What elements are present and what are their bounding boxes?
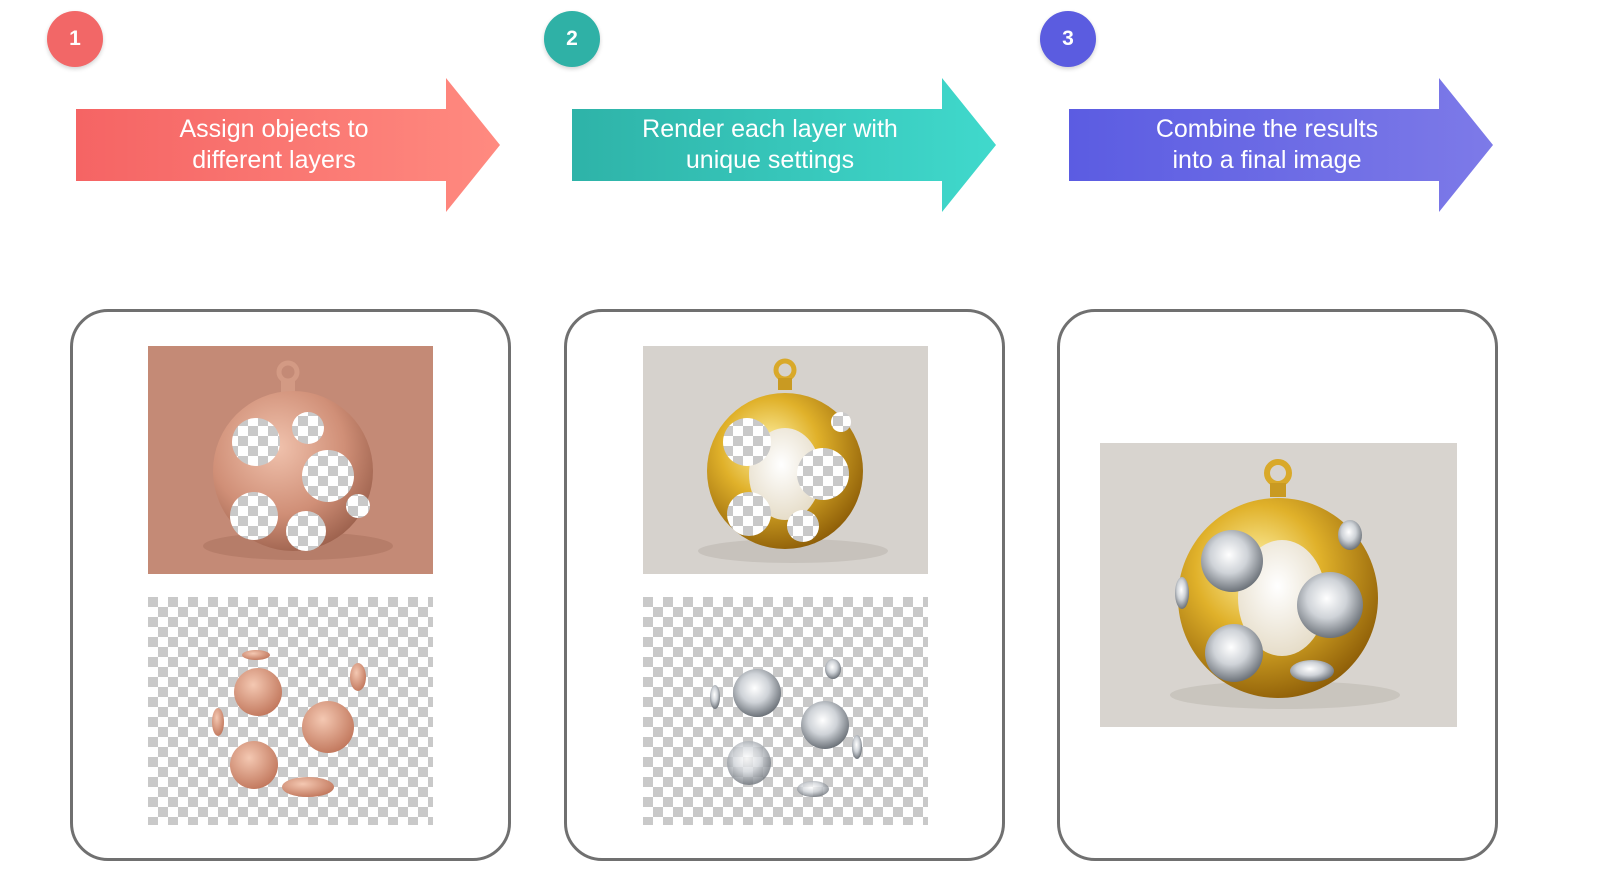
- step-3-badge: 3: [1040, 11, 1096, 67]
- diamond-layer-icon: [643, 597, 928, 825]
- step-1-label: Assign objects to different layers: [76, 109, 472, 181]
- arrow-shape-icon: [572, 78, 996, 212]
- step-1-label-line2: different layers: [192, 146, 356, 174]
- clay-gem-layer-icon: [148, 597, 433, 825]
- step-2-badge: 2: [544, 11, 600, 67]
- step-2-arrow: Render each layer with unique settings: [572, 78, 996, 212]
- step-1-label-line1: Assign objects to: [179, 115, 369, 143]
- step-3-label-line2: into a final image: [1172, 146, 1362, 174]
- step-3-label: Combine the results into a final image: [1069, 109, 1465, 181]
- step-2-label-line2: unique settings: [685, 146, 855, 174]
- diamond-layer: [643, 597, 928, 825]
- arrow-shape-icon: [1069, 78, 1493, 212]
- step-1-arrow: Assign objects to different layers: [76, 78, 500, 212]
- gold-pendant-render-icon: [643, 346, 928, 574]
- final-composite-pendant: [1100, 443, 1457, 727]
- step-3-label-line1: Combine the results: [1155, 115, 1379, 143]
- clay-pendant-render: [148, 346, 433, 574]
- clay-pendant-render-icon: [148, 346, 433, 574]
- step-2-label: Render each layer with unique settings: [572, 109, 968, 181]
- arrow-shape-icon: [76, 78, 500, 212]
- gold-pendant-render: [643, 346, 928, 574]
- step-1-badge: 1: [47, 11, 103, 67]
- clay-gem-layer: [148, 597, 433, 825]
- step-2-label-line1: Render each layer with: [642, 115, 898, 143]
- final-composite-pendant-icon: [1100, 443, 1457, 727]
- step-3-arrow: Combine the results into a final image: [1069, 78, 1493, 212]
